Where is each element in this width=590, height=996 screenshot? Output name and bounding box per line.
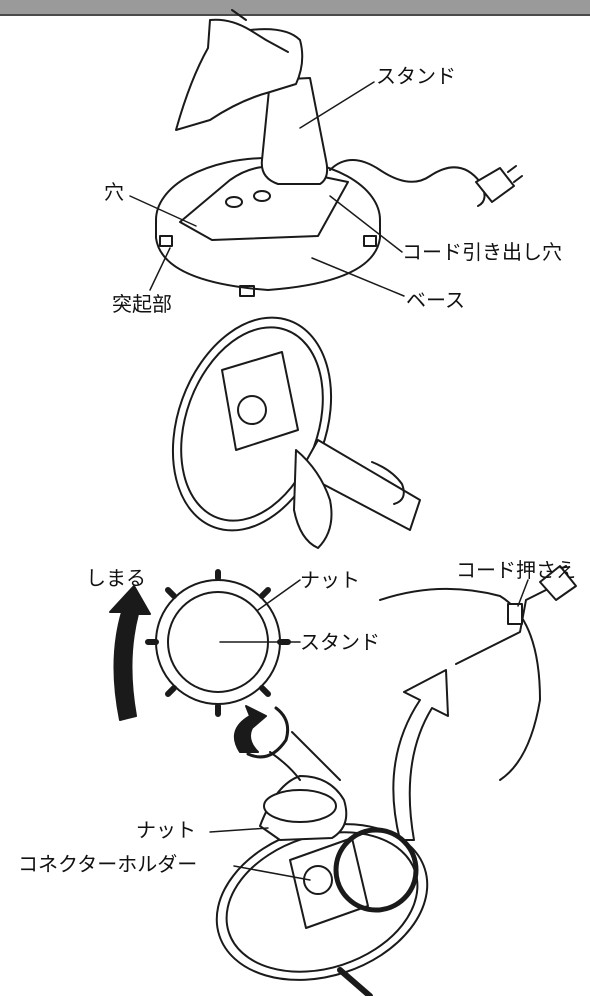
- panel-stand-base: [129, 9, 523, 297]
- base-foot: [159, 235, 173, 247]
- leader-stand-top: [299, 81, 375, 129]
- label-base: ベース: [406, 288, 465, 312]
- underside-nut: [237, 395, 267, 425]
- leader-nut-bottom: [209, 827, 269, 833]
- hand-holding: [293, 449, 333, 549]
- label-tighten: しまる: [86, 566, 146, 590]
- power-plug: [475, 167, 515, 203]
- base-underside-large: [379, 587, 541, 781]
- label-protrusion: 突起部: [112, 292, 172, 316]
- stand-bottom: [337, 967, 373, 996]
- panel-base-flipped: [171, 316, 421, 549]
- rotate-arrow-arc: [246, 706, 290, 759]
- highlight-circle: [333, 827, 419, 913]
- hand-fingers-side: [371, 461, 405, 505]
- curved-arrow: [392, 669, 449, 841]
- plug-pins: [507, 165, 523, 183]
- connector-holder-plate: [289, 837, 369, 929]
- base-foot: [363, 235, 377, 247]
- label-stand-mid: スタンド: [300, 630, 380, 654]
- label-stand-top: スタンド: [376, 64, 456, 88]
- leader-base: [311, 257, 405, 297]
- nut-in-hand: [263, 789, 337, 823]
- tighten-arrow: [109, 585, 151, 721]
- panel-nut-detail: [109, 569, 301, 721]
- rotate-arrow-head: [233, 705, 267, 753]
- plug-top: [539, 565, 577, 601]
- label-connector-holder: コネクターホルダー: [18, 852, 198, 876]
- label-cord-outlet: コード引き出し穴: [402, 240, 562, 264]
- base-foot: [239, 285, 255, 297]
- stand-tube: [260, 77, 329, 185]
- underside-plate: [221, 351, 299, 451]
- hand-fingers: [231, 9, 289, 53]
- top-border-bar: [0, 0, 590, 16]
- leader-nut-top: [257, 579, 301, 611]
- label-hole: 穴: [104, 180, 124, 204]
- leader-hole: [129, 195, 197, 227]
- cord-clamp: [507, 603, 523, 625]
- leader-cord-outlet: [329, 195, 403, 253]
- leader-cord-clamp: [517, 579, 529, 607]
- leader-connector-holder: [233, 865, 311, 881]
- label-cord-clamp: コード押さえ: [456, 558, 576, 582]
- connector-holder: [303, 865, 333, 895]
- label-nut-bottom: ナット: [136, 818, 196, 842]
- panel-connector: [209, 565, 577, 996]
- plate-hole: [253, 190, 271, 202]
- plate-hole: [225, 196, 243, 208]
- leader-protrusion: [149, 247, 171, 291]
- hand-arm: [269, 731, 341, 781]
- label-nut-top: ナット: [300, 568, 360, 592]
